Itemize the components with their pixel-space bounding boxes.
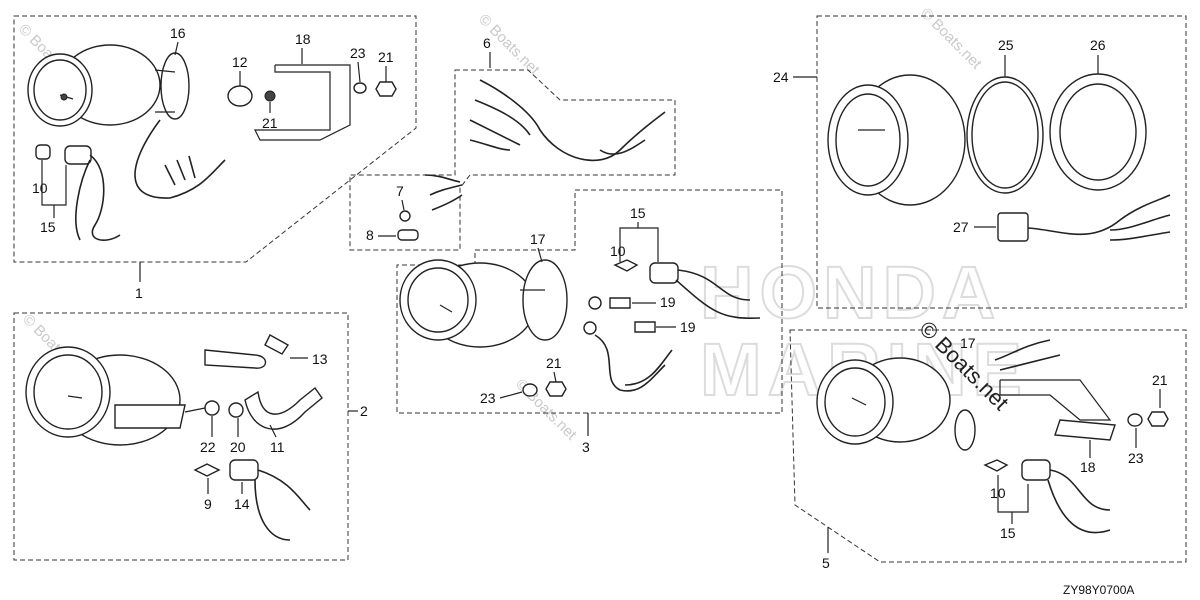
label-22: 22 bbox=[200, 439, 216, 455]
frame-group-3 bbox=[396, 189, 783, 414]
label-13: 13 bbox=[312, 351, 328, 367]
label-10a: 10 bbox=[32, 180, 48, 196]
gauge-assembly-5 bbox=[816, 339, 1169, 534]
label-1: 1 bbox=[135, 285, 143, 301]
label-21b: 21 bbox=[262, 115, 278, 131]
frame-group-1 bbox=[13, 15, 417, 263]
label-3: 3 bbox=[582, 439, 590, 455]
label-19a: 19 bbox=[660, 294, 676, 310]
frame-group-24 bbox=[816, 15, 1187, 309]
label-21c: 21 bbox=[546, 355, 562, 371]
label-23b: 23 bbox=[480, 390, 496, 406]
harness-6 bbox=[397, 79, 666, 241]
label-11: 11 bbox=[270, 439, 285, 455]
label-23c: 23 bbox=[1128, 450, 1144, 466]
label-20: 20 bbox=[230, 439, 246, 455]
gauge-assembly-24 bbox=[827, 73, 1171, 242]
label-14: 14 bbox=[234, 496, 250, 512]
label-7: 7 bbox=[396, 183, 404, 199]
label-19b: 19 bbox=[680, 319, 696, 335]
label-15a: 15 bbox=[40, 219, 56, 235]
label-12: 12 bbox=[232, 54, 248, 70]
label-8: 8 bbox=[366, 227, 374, 243]
label-17b: 17 bbox=[960, 335, 976, 351]
label-17a: 17 bbox=[530, 231, 546, 247]
frame-group-5 bbox=[789, 329, 1187, 563]
frame-group-2 bbox=[13, 312, 349, 561]
label-25: 25 bbox=[998, 37, 1014, 53]
drawing-code: ZY98Y0700A bbox=[1063, 583, 1134, 597]
label-16: 16 bbox=[170, 25, 186, 41]
label-21d: 21 bbox=[1152, 372, 1168, 388]
frame-group-6 bbox=[349, 69, 676, 251]
label-24: 24 bbox=[773, 69, 789, 85]
gauge-assembly-3 bbox=[399, 259, 761, 397]
brand-watermark-line1: HONDA bbox=[700, 251, 1001, 334]
label-18b: 18 bbox=[1080, 459, 1096, 475]
label-15c: 15 bbox=[1000, 525, 1016, 541]
label-6: 6 bbox=[483, 35, 491, 51]
gauge-assembly-1 bbox=[27, 44, 397, 241]
label-2: 2 bbox=[360, 403, 368, 419]
label-10b: 10 bbox=[610, 243, 626, 259]
label-21a: 21 bbox=[378, 49, 394, 65]
label-26: 26 bbox=[1090, 37, 1106, 53]
label-5: 5 bbox=[822, 555, 830, 571]
label-23a: 23 bbox=[350, 45, 366, 61]
label-15b: 15 bbox=[630, 205, 646, 221]
watermark-top-right: © Boats.net bbox=[917, 5, 985, 73]
label-9: 9 bbox=[204, 496, 212, 512]
gauge-assembly-2 bbox=[25, 334, 323, 541]
label-27: 27 bbox=[953, 219, 969, 235]
label-18a: 18 bbox=[295, 31, 311, 47]
watermark-center: © Boats.net bbox=[512, 376, 580, 444]
